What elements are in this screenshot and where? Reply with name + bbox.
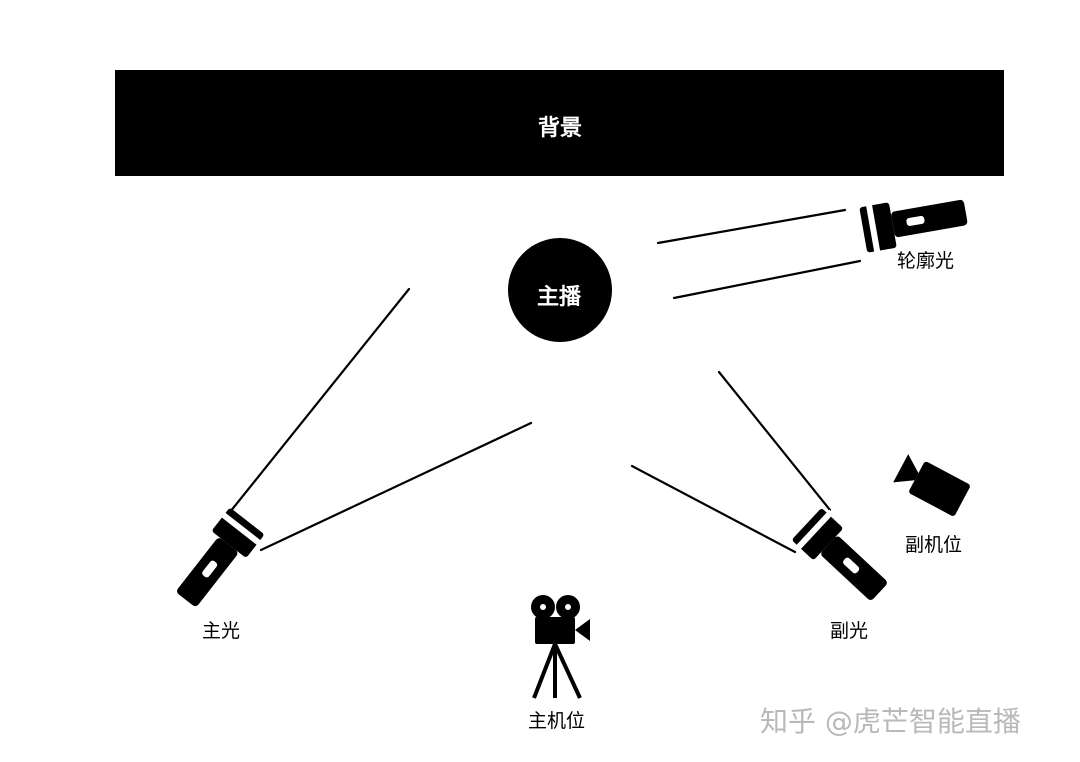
secondary-camera-video-camera-icon: [893, 454, 970, 516]
rim-light-beam-lower: [672, 259, 862, 300]
main-camera-label: 主机位: [528, 710, 586, 732]
key-light-flashlight-icon: [177, 508, 264, 607]
fill-light-label: 副光: [830, 620, 869, 642]
host-circle: [508, 238, 612, 342]
watermark: 知乎 @虎芒智能直播: [760, 705, 1021, 738]
fill-light-beam-upper: [717, 370, 832, 512]
fill-light-flashlight-icon: [792, 509, 887, 600]
key-light-label: 主光: [202, 620, 241, 642]
secondary-camera-label: 副机位: [905, 534, 963, 556]
background-label: 背景: [538, 116, 583, 141]
fill-light-beam-lower: [630, 464, 797, 554]
main-camera-tripod-camera-icon: [531, 595, 590, 699]
key-light-beam-upper: [228, 287, 411, 514]
rim-light-flashlight-icon: [859, 199, 968, 256]
background-bar: [115, 70, 1004, 176]
host-label: 主播: [537, 285, 582, 310]
rim-light-beam-upper: [656, 208, 847, 245]
key-light-beam-lower: [259, 421, 533, 552]
light-beams: [228, 208, 862, 554]
rim-light-label: 轮廓光: [897, 250, 955, 272]
